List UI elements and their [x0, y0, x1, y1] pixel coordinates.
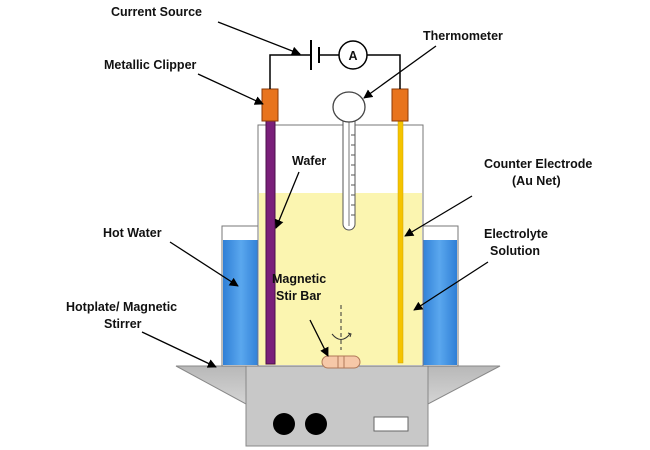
label-electrolyte-line1: Electrolyte [484, 227, 548, 241]
label-wafer: Wafer [292, 154, 326, 168]
label-counter-electrode-line1: Counter Electrode [484, 157, 592, 171]
pointer-counter-electrode [404, 195, 473, 237]
electrolyte-beaker [257, 124, 424, 367]
pointer-wafer [274, 171, 300, 229]
pointer-thermometer [363, 45, 437, 99]
magnetic-stir-bar [321, 305, 361, 369]
wafer-electrode [265, 118, 276, 365]
hotplate-body [245, 365, 429, 447]
stir-bar-body [321, 355, 361, 369]
label-counter-electrode-line2: (Au Net) [512, 174, 561, 188]
thermometer [332, 91, 366, 231]
stirrer-knob-right [305, 413, 327, 435]
label-magnetic-line2: Stir Bar [276, 289, 321, 303]
label-thermometer: Thermometer [423, 29, 503, 43]
pointer-stir-bar [309, 319, 329, 357]
wire-left [269, 54, 310, 89]
stirrer-knob-left [273, 413, 295, 435]
hot-water-right [422, 240, 457, 365]
pointer-hot-water [169, 241, 239, 287]
label-magnetic-line1: Magnetic [272, 272, 326, 286]
label-hotplate-line2: Stirrer [104, 317, 142, 331]
label-electrolyte-line2: Solution [490, 244, 540, 258]
hotplate-stirrer [175, 365, 501, 447]
pointer-hotplate [141, 331, 217, 368]
wire-right [367, 54, 401, 89]
label-hotplate-line1: Hotplate/ Magnetic [66, 300, 177, 314]
label-hot-water: Hot Water [103, 226, 162, 240]
current-source-circuit [269, 40, 401, 89]
ammeter-symbol: A [348, 49, 357, 63]
stirrer-display [373, 416, 409, 432]
thermometer-bulb [332, 91, 366, 123]
pointer-current-source [217, 21, 301, 56]
counter-electrode [397, 117, 404, 364]
label-metallic-clipper: Metallic Clipper [104, 58, 197, 72]
label-current-source: Current Source [111, 5, 202, 19]
metallic-clipper-left [261, 88, 279, 122]
hot-water-left [223, 240, 259, 365]
metallic-clipper-right [391, 88, 409, 122]
pointer-electrolyte [413, 261, 489, 311]
label-pointers [141, 21, 489, 368]
pointer-metallic-clipper [197, 73, 264, 105]
